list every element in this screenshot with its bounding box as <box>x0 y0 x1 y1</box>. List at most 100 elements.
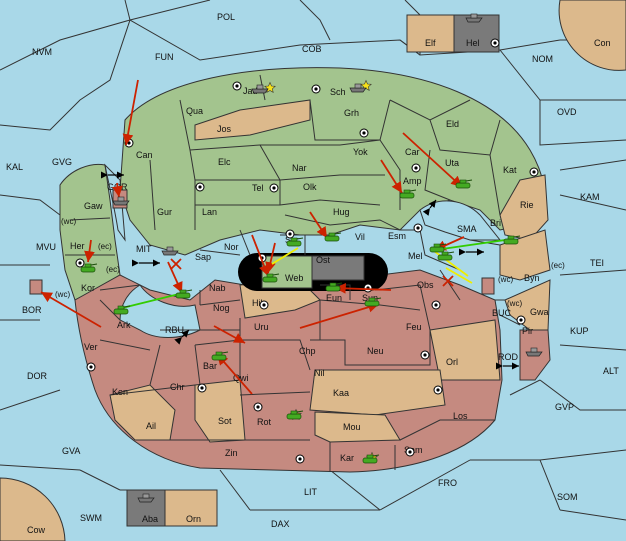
region-elf[interactable] <box>406 14 455 53</box>
supply-center-icon <box>411 163 421 173</box>
supply-center-icon <box>529 167 539 177</box>
supply-center-icon <box>413 223 423 233</box>
order-arrow <box>334 282 392 294</box>
sea-borders <box>0 0 626 521</box>
label-alt: ALT <box>603 366 619 376</box>
tank-icon[interactable] <box>286 410 304 420</box>
double-arrows <box>100 171 519 370</box>
region-orl[interactable] <box>429 319 501 381</box>
tank-icon[interactable] <box>364 297 382 307</box>
tank-icon[interactable] <box>362 454 380 464</box>
label-uta: Uta <box>445 158 459 168</box>
ship-icon[interactable] <box>349 83 367 93</box>
label-lan: Lan <box>202 207 217 217</box>
region-orn[interactable] <box>164 489 218 527</box>
tank-icon[interactable] <box>324 232 342 242</box>
label-byn_ec: (ec) <box>551 261 565 270</box>
ship-icon[interactable] <box>465 13 483 23</box>
sea-rbu-channel <box>119 284 201 338</box>
label-orn: Orn <box>186 514 201 524</box>
label-byn_wc: (wc) <box>498 275 513 284</box>
label-mvu: MVU <box>36 242 56 252</box>
ship-icon[interactable] <box>525 347 543 357</box>
region-kaa[interactable] <box>309 369 446 416</box>
label-byn: Byn <box>524 273 540 283</box>
supply-center-icon <box>285 229 295 239</box>
tank-icon[interactable] <box>437 251 455 261</box>
adjacency-arrow-icon <box>174 329 190 345</box>
label-bar: Bar <box>203 361 217 371</box>
units <box>80 13 543 503</box>
label-yok: Yok <box>353 147 368 157</box>
order-arrow <box>167 261 183 294</box>
supply-center-icon <box>269 183 279 193</box>
supply-center-icon <box>259 300 269 310</box>
label-mou: Mou <box>343 422 361 432</box>
tank-icon[interactable] <box>80 263 98 273</box>
label-dor: DOR <box>27 371 48 381</box>
label-tei: TEI <box>590 258 604 268</box>
supply-center-icon <box>420 350 430 360</box>
supply-center-icon <box>311 84 321 94</box>
label-nor: Nor <box>224 242 239 252</box>
ship-icon[interactable] <box>251 84 269 94</box>
label-nom: NOM <box>532 54 553 64</box>
label-fro: FRO <box>438 478 457 488</box>
label-gwa: Gwa <box>530 307 549 317</box>
label-kup: KUP <box>570 326 589 336</box>
region-jos[interactable] <box>194 99 311 141</box>
ship-icon[interactable] <box>137 493 155 503</box>
label-car: Car <box>405 147 420 157</box>
region-con[interactable] <box>558 0 626 71</box>
label-nog: Nog <box>213 303 230 313</box>
label-jad: Jad <box>243 86 258 96</box>
supply-center-icon <box>516 315 526 325</box>
label-orl: Orl <box>446 357 458 367</box>
label-can: Can <box>136 150 153 160</box>
supply-center-icon <box>197 383 207 393</box>
label-rie: Rie <box>520 200 534 210</box>
label-aba: Aba <box>142 514 158 524</box>
label-cow: Cow <box>27 525 46 535</box>
supply-center-icon <box>433 385 443 395</box>
order-arrows <box>40 79 513 395</box>
region-sot[interactable] <box>194 379 246 443</box>
order-arrow <box>84 239 95 263</box>
label-gaw: Gaw <box>84 201 103 211</box>
label-olk: Olk <box>303 182 317 192</box>
adjacency-arrow-icon <box>422 199 437 216</box>
label-her_ec: (ec) <box>98 242 112 251</box>
supply-center-icon <box>295 454 305 464</box>
tank-icon[interactable] <box>455 179 473 189</box>
tank-icon[interactable] <box>211 351 229 361</box>
tank-icon[interactable] <box>286 237 304 247</box>
region-mou[interactable] <box>314 411 401 443</box>
supply-center-icon <box>490 38 500 48</box>
region-hel[interactable] <box>453 14 500 53</box>
label-elf: Elf <box>425 38 436 48</box>
region-ost[interactable] <box>311 255 365 281</box>
label-neu: Neu <box>367 346 384 356</box>
region-bor-box[interactable] <box>29 279 43 295</box>
tank-icon[interactable] <box>262 273 280 283</box>
ship-icon[interactable] <box>161 246 179 256</box>
region-buc-box[interactable] <box>481 277 495 295</box>
ship-icon[interactable] <box>112 196 130 206</box>
label-vil: Vil <box>355 232 365 242</box>
label-hel: Hel <box>466 38 480 48</box>
tank-icon[interactable] <box>175 289 193 299</box>
tank-icon[interactable] <box>399 189 417 199</box>
tank-icon[interactable] <box>429 243 447 253</box>
supply-center-icon <box>253 402 263 412</box>
region-cow[interactable] <box>0 477 66 541</box>
tank-icon[interactable] <box>113 305 131 315</box>
region-web[interactable] <box>261 255 313 289</box>
tank-icon[interactable] <box>325 282 343 292</box>
tank-icon[interactable] <box>503 235 521 245</box>
label-fun: FUN <box>155 52 174 62</box>
label-tel: Tel <box>252 183 264 193</box>
order-arrow <box>402 132 463 188</box>
order-arrow <box>299 301 380 329</box>
order-arrow <box>380 159 403 194</box>
